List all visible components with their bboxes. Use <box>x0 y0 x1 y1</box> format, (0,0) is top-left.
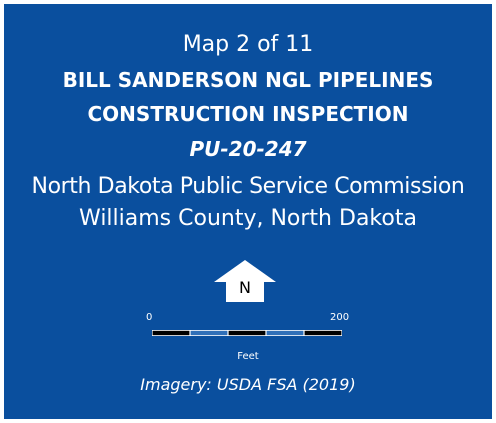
scale-bar <box>152 330 342 336</box>
scale-unit-label: Feet <box>237 351 259 362</box>
scale-bar-segment <box>152 330 190 336</box>
agency-name: North Dakota Public Service Commission <box>31 174 465 199</box>
north-arrow-label: N <box>239 278 251 297</box>
map-number: Map 2 of 11 <box>182 32 314 57</box>
scale-bar-segment <box>266 330 304 336</box>
scale-bar-segment <box>304 330 342 336</box>
county-name: Williams County, North Dakota <box>79 206 417 231</box>
map-title-line-1: BILL SANDERSON NGL PIPELINES <box>62 68 434 92</box>
map-title-line-2: CONSTRUCTION INSPECTION <box>87 102 409 126</box>
scale-tick-start: 0 <box>146 312 153 323</box>
scale-tick-end: 200 <box>330 312 350 323</box>
scale-bar-segment <box>190 330 228 336</box>
map-legend-panel: Map 2 of 11 BILL SANDERSON NGL PIPELINES… <box>4 4 492 419</box>
scale-bar-segment <box>228 330 266 336</box>
imagery-credit: Imagery: USDA FSA (2019) <box>140 375 356 394</box>
north-arrow-icon <box>214 260 276 302</box>
case-id: PU-20-247 <box>189 137 307 161</box>
